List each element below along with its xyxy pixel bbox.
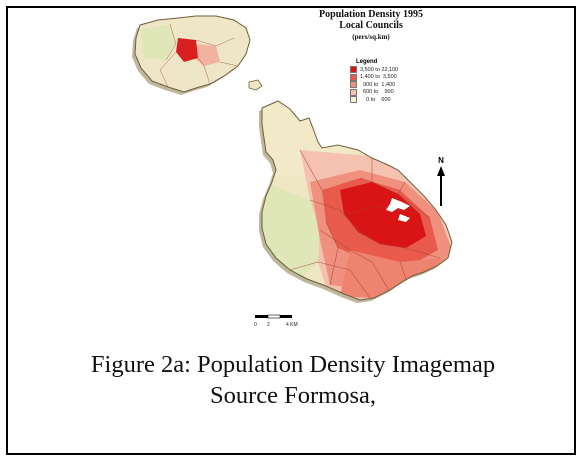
- north-label: N: [438, 156, 444, 165]
- comino-island: [248, 79, 263, 91]
- malta-coastline: [261, 100, 453, 301]
- map-title: Population Density 1995: [319, 9, 423, 20]
- gozo-district-borders: [159, 23, 239, 88]
- harbour-inlet-2: [398, 214, 410, 222]
- legend-item: 3,500 to 22,100: [350, 66, 398, 74]
- gozo-coastline: [134, 15, 251, 93]
- legend-swatch: [350, 81, 357, 89]
- scale-bar: [255, 314, 292, 319]
- harbour-inlet: [386, 198, 410, 212]
- legend-label: 600 to 900: [360, 89, 394, 96]
- scale-label-0: 0: [254, 322, 257, 328]
- scale-segment-1: [255, 315, 268, 318]
- scale-segment-3: [280, 315, 292, 318]
- legend-label: 900 to 1,400: [360, 81, 396, 88]
- map-subtitle: Local Councils: [339, 20, 403, 31]
- scale-segment-2: [267, 314, 281, 319]
- scale-label-2: 2: [267, 322, 270, 328]
- legend-label: 3,500 to 22,100: [360, 66, 399, 73]
- legend-swatch: [350, 88, 357, 96]
- region-core-highest: [340, 182, 426, 248]
- north-arrow: N: [437, 156, 445, 206]
- scale-label-4km: 4 KM: [286, 322, 298, 328]
- gozo-west: [140, 24, 176, 60]
- map-title-block: Population Density 1995 Local Councils (…: [296, 9, 446, 43]
- legend-label: 0 to 600: [360, 96, 391, 103]
- legend-swatch: [350, 73, 357, 81]
- malta-island: [262, 101, 452, 300]
- legend-label: 1,400 to 3,500: [360, 74, 397, 81]
- legend-item: 900 to 1,400: [350, 81, 398, 89]
- figure-caption-line2: Source Formosa,: [209, 382, 377, 409]
- legend-item: 1,400 to 3,500: [350, 73, 398, 82]
- north-arrow-head: [437, 166, 445, 176]
- gozo-east-light: [194, 44, 220, 66]
- figure-caption-line1: Figure 2a: Population Density Imagemap: [90, 351, 496, 378]
- legend-swatch: [350, 96, 357, 104]
- legend-item: 0 to 600: [350, 96, 398, 104]
- legend-swatch: [350, 66, 357, 74]
- legend-title: Legend: [356, 59, 378, 65]
- map-units: (pers/sq.km): [352, 33, 390, 41]
- legend-item: 600 to 900: [350, 88, 398, 97]
- gozo-victoria-core: [176, 38, 198, 62]
- gozo-island: [135, 16, 250, 92]
